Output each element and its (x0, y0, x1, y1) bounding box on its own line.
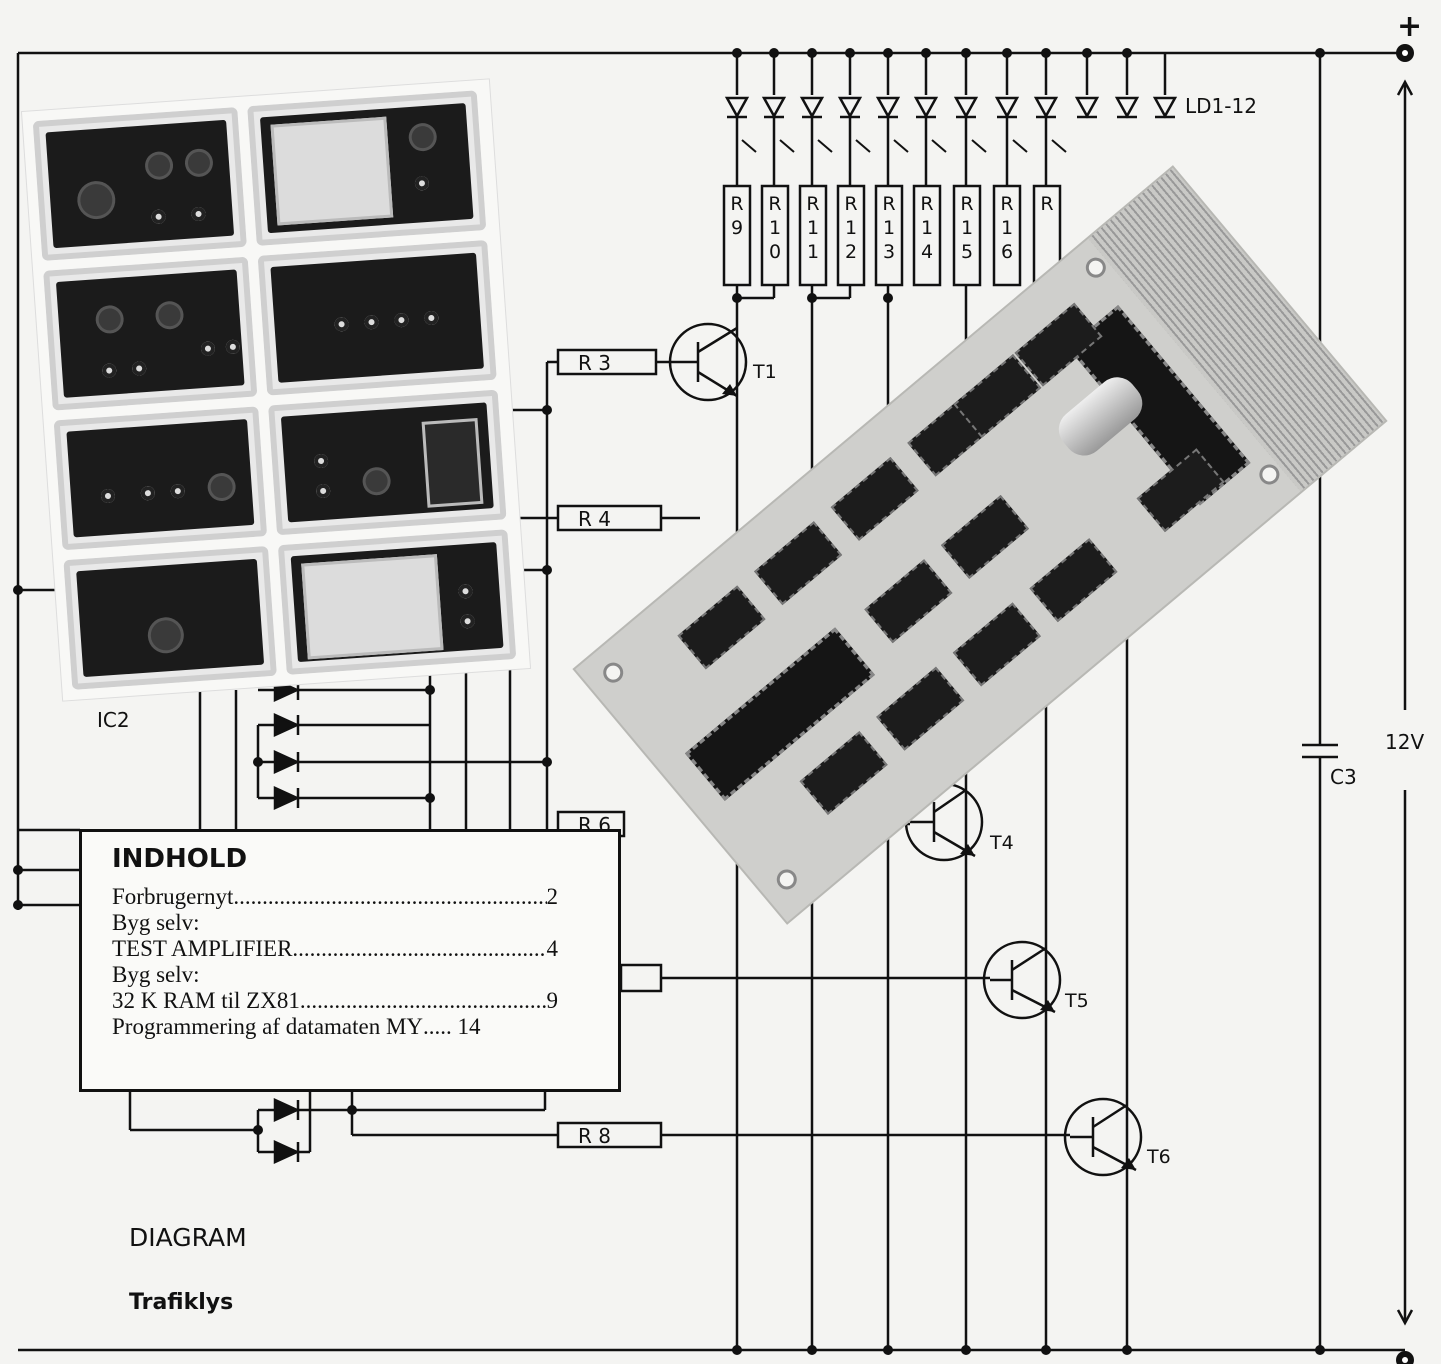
transistor-label-t4: T4 (989, 832, 1014, 854)
toc-entry-title: Programmering af datamaten MY (112, 1014, 424, 1039)
diagram-caption-subtitle: Trafiklys (129, 1290, 234, 1315)
resistor-top-label-char: 4 (921, 241, 933, 263)
toc-leader (233, 884, 546, 910)
resistor-label-r3: R 3 (578, 351, 611, 375)
toc-section-heading: Byg selv: (112, 910, 200, 935)
toc-entry[interactable]: Forbrugernyt 2 (112, 884, 558, 910)
resistor-top-label-char: R (730, 193, 743, 215)
resistor-top-label-char: 1 (1001, 217, 1013, 239)
voltage-label: 12V (1385, 730, 1424, 754)
resistor-top-label-char: R (768, 193, 781, 215)
resistor-top-label-char: 5 (961, 241, 973, 263)
led-label: LD1-12 (1185, 94, 1257, 118)
toc-entry-title: 32 K RAM til ZX81 (112, 988, 300, 1013)
toc-leader-short: ..... (423, 1014, 458, 1039)
transistor-label-t5: T5 (1064, 990, 1089, 1012)
resistor-label-r4: R 4 (578, 507, 611, 531)
resistor-top-label-char: 1 (807, 217, 819, 239)
toc-section-heading: Byg selv: (112, 962, 200, 987)
resistor-top-label-char: 1 (961, 217, 973, 239)
toc-entry-page: 9 (546, 988, 559, 1013)
toc-entry[interactable]: TEST AMPLIFIER 4 (112, 936, 558, 962)
resistor-top-label-char: 6 (1001, 241, 1013, 263)
resistor-top-label-char: 0 (769, 241, 781, 263)
transistor-label-t6: T6 (1146, 1146, 1171, 1168)
toc-entry-page: 4 (546, 936, 559, 961)
resistor-top-label-char: R (1000, 193, 1013, 215)
toc-leader (292, 936, 546, 962)
transistor-label-t1: T1 (752, 361, 777, 383)
capacitor-label: C3 (1330, 765, 1357, 789)
toc-leader (300, 988, 547, 1014)
toc-entry-page: 14 (457, 1014, 481, 1039)
resistor-top-label-char: R (882, 193, 895, 215)
plus-terminal-label: + (1397, 9, 1422, 44)
resistor-top-label-char: 1 (845, 217, 857, 239)
contents-title: INDHOLD (112, 844, 248, 874)
contents-box: INDHOLD Forbrugernyt 2 Byg selv: TEST AM… (79, 829, 621, 1092)
toc-entry[interactable]: Programmering af datamaten MY ..... 14 (112, 1014, 558, 1040)
resistor-top-label-char: 1 (921, 217, 933, 239)
toc-entry-page: 2 (546, 884, 559, 909)
resistor-top-label-char: R (920, 193, 933, 215)
resistor-top-label-char: 2 (845, 241, 857, 263)
resistor-top-label-char: 3 (883, 241, 895, 263)
diagram-caption-title: DIAGRAM (129, 1223, 247, 1252)
resistor-top-label-char: 1 (769, 217, 781, 239)
instrument-modules-photo (21, 79, 531, 701)
toc-entry-title: Forbrugernyt (112, 884, 234, 909)
toc-entry[interactable]: 32 K RAM til ZX81 9 (112, 988, 558, 1014)
resistor-top-label-char: R (806, 193, 819, 215)
resistor-label-r8: R 8 (578, 1124, 611, 1148)
ic-label: IC2 (97, 708, 130, 732)
resistor-top-label-char: R (844, 193, 857, 215)
toc-entry-title: TEST AMPLIFIER (112, 936, 293, 961)
resistor-top-label-char: R (1040, 193, 1053, 215)
resistor-top-label-char: 1 (807, 241, 819, 263)
resistor-top-label-char: R (960, 193, 973, 215)
resistor-top-label-char: 1 (883, 217, 895, 239)
resistor-top-label-char: 9 (731, 217, 743, 239)
